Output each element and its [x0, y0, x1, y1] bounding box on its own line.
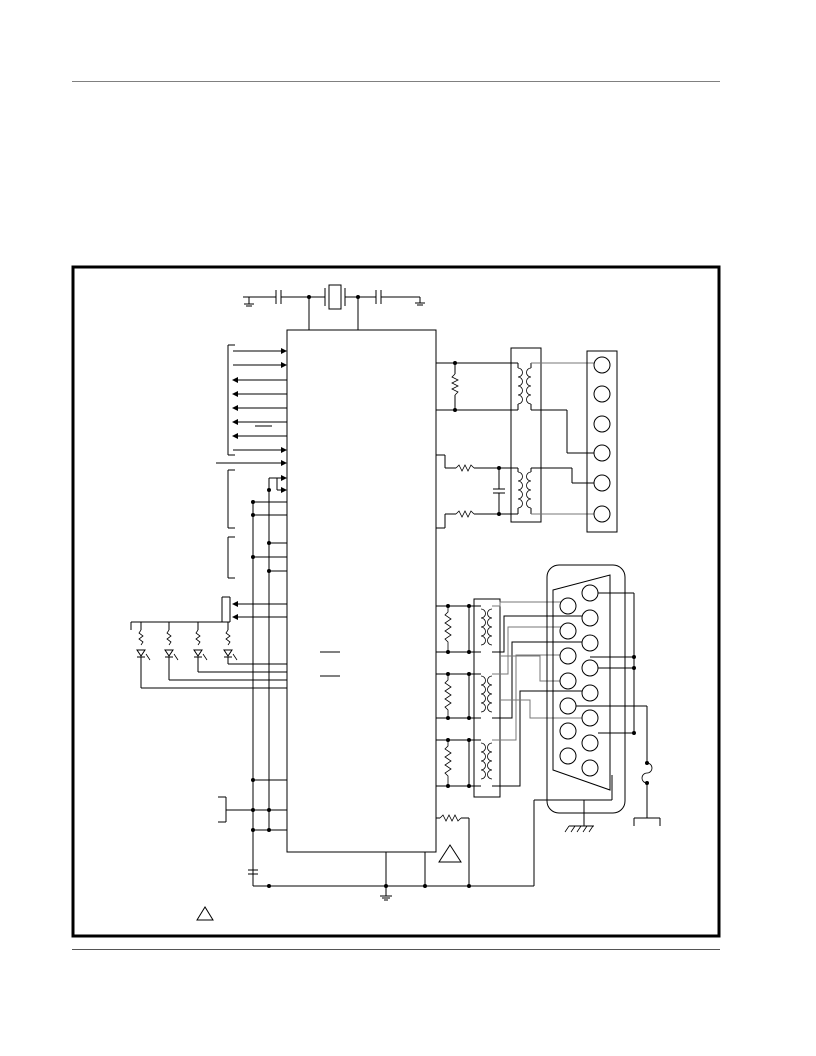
- figure-frame: [71, 265, 721, 938]
- controller-ic: [286, 329, 437, 853]
- header-rule: [72, 81, 720, 82]
- lower-isolation-transformers: [436, 598, 590, 798]
- status-leds: [130, 621, 287, 689]
- db15-connector: [546, 564, 661, 833]
- ground-rail: [248, 799, 612, 901]
- note-triangle-icon: [196, 906, 214, 921]
- host-bus-signals: [216, 344, 287, 886]
- upper-isolation-transformer: [436, 347, 594, 529]
- rj-connector: [586, 350, 618, 533]
- crystal-oscillator: [243, 284, 425, 330]
- footer-rule: [72, 949, 720, 950]
